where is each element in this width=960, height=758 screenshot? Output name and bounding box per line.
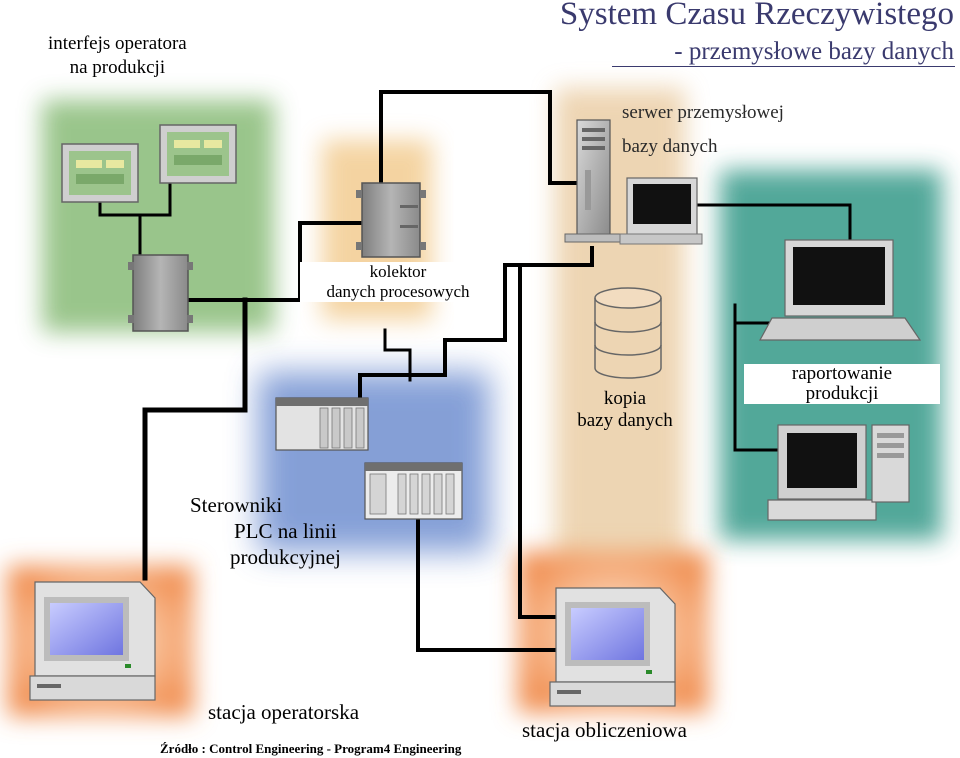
cable-plc-to-compute [416,518,562,652]
title-divider [612,66,955,67]
cable-collector-to-plc [383,328,412,382]
touch-panel-right [159,124,237,184]
label-line: raportowanie [791,363,893,384]
label-line: na produkcji [69,57,166,78]
cable-collector-to-server [379,90,582,187]
label-line: interfejs operatora [48,33,187,54]
label-compute-station: stacja obliczeniowa [522,718,688,742]
label-operator-interface: interfejs operatora na produkcji [48,32,187,80]
collector-cabinet [356,182,426,258]
source-note: Źródło : Control Engineering - Program4 … [160,741,462,756]
cable-server-to-reporting [696,203,852,247]
label-line: produkcyjnej [230,545,341,569]
database-cylinder-icon [594,287,662,379]
server-monitor [619,177,703,245]
label-line: Sterowniki [190,493,283,517]
label-line: kopia [603,388,647,409]
cable-collector-to-operator-station [142,297,248,581]
compute-station-computer [549,587,676,707]
plc-rack-bottom [364,462,463,520]
reporting-desktop [767,424,910,521]
label-line: serwer przemysłowej [622,102,784,123]
server-tower [564,119,624,243]
label-line: kolektor [369,262,427,281]
label-collector: kolektor danych procesowych [300,262,496,302]
label-plc: Sterowniki PLC na linii produkcyjnej [190,492,341,570]
operator-station-computer [29,581,156,701]
interface-junction-box [128,254,193,332]
label-line: PLC na linii [234,519,337,543]
cable-backbone-to-compute [518,263,562,619]
label-server: serwer przemysłowej bazy danych [622,96,784,164]
cable-reporting-loop [733,321,782,452]
touch-panel-left [61,143,139,203]
plc-rack-top [275,397,369,451]
reporting-laptop [758,239,922,341]
label-line: bazy danych [577,410,673,431]
network-cables [98,90,852,652]
page-title: System Czasu Rzeczywistego [559,0,954,32]
zone-server [555,88,685,608]
label-operator-station: stacja operatorska [208,700,360,724]
label-reporting: raportowanie produkcji [744,364,940,404]
page-subtitle: - przemysłowe bazy danych [674,38,954,65]
cable-operator-screens [98,168,172,217]
label-line: bazy danych [622,136,718,157]
label-line: produkcji [805,383,879,404]
cable-server-to-plc [358,246,594,422]
label-line: danych procesowych [326,282,470,301]
label-db-copy: kopia bazy danych [560,388,690,432]
